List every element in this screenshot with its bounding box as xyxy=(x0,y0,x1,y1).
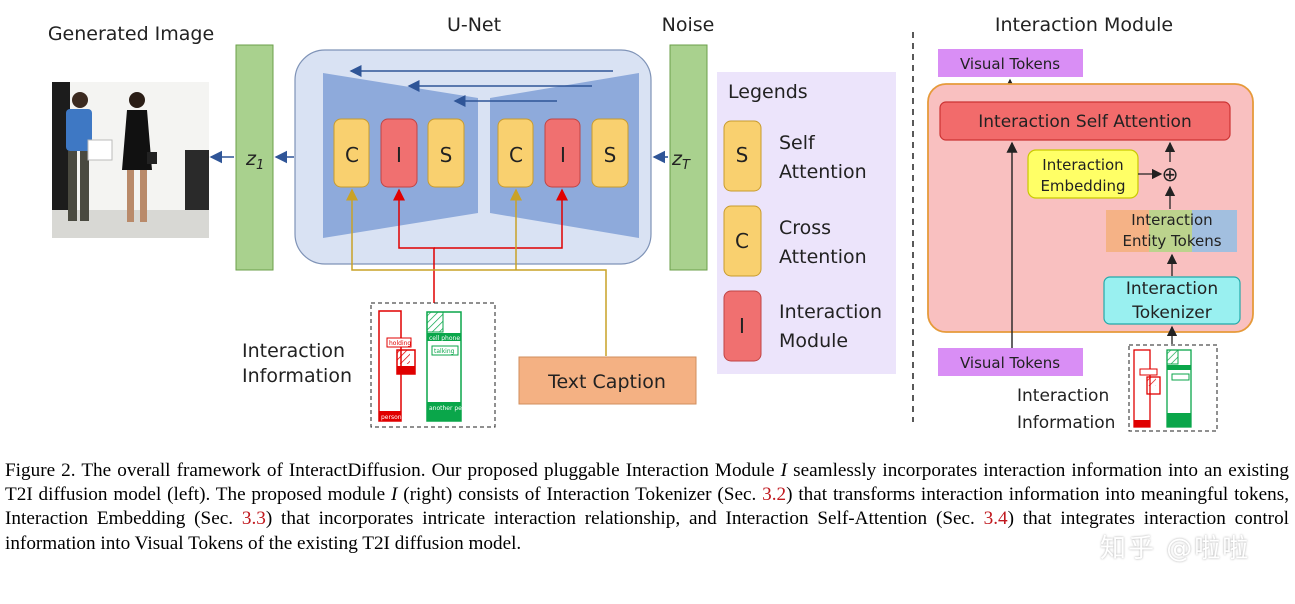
svg-text:Interaction: Interaction xyxy=(779,301,882,323)
svg-text:Embedding: Embedding xyxy=(1040,177,1125,195)
svg-text:Interaction: Interaction xyxy=(1131,211,1212,229)
unet-block-s1: S xyxy=(427,118,465,188)
visual-tokens-top xyxy=(938,49,1083,77)
generated-image-label: Generated Image xyxy=(48,23,214,45)
watermark: 知乎 @啦啦 xyxy=(1100,534,1251,564)
figure-caption: Figure 2. The overall framework of Inter… xyxy=(5,460,1289,554)
legend-item-interaction-module: I Interaction Module xyxy=(723,290,882,362)
interaction-layout-right xyxy=(1128,344,1218,432)
svg-text:C: C xyxy=(345,143,359,167)
plus-icon: ⊕ xyxy=(1162,162,1179,186)
interaction-module-title: Interaction Module xyxy=(995,14,1173,36)
legend-title: Legends xyxy=(728,81,808,103)
section-ref-3-2[interactable]: 3.2 xyxy=(762,484,787,506)
svg-text:cell phone: cell phone xyxy=(429,335,460,342)
svg-text:Interaction: Interaction xyxy=(1126,279,1218,299)
svg-text:Module: Module xyxy=(779,330,848,352)
framework-figure: Generated Image z1 U-Net C I S C I S Noi… xyxy=(48,14,1254,433)
unet-block-i1: I xyxy=(380,118,418,188)
svg-text:another person: another person xyxy=(429,405,475,412)
svg-text:S: S xyxy=(604,143,617,167)
unet-label: U-Net xyxy=(447,14,501,36)
svg-text:Entity Tokens: Entity Tokens xyxy=(1122,232,1221,250)
zT-latent-bar xyxy=(669,44,708,271)
caption-connectors xyxy=(346,188,607,356)
interaction-self-attention-box xyxy=(939,101,1231,141)
unet-block-c1: C xyxy=(333,118,370,188)
svg-text:I: I xyxy=(396,143,402,167)
svg-text:Self: Self xyxy=(779,132,816,154)
svg-text:Interaction Self Attention: Interaction Self Attention xyxy=(978,112,1191,132)
svg-text:S: S xyxy=(736,143,749,167)
svg-text:S: S xyxy=(440,143,453,167)
z1-label: z1 xyxy=(245,148,264,173)
svg-text:talking: talking xyxy=(434,348,455,355)
section-ref-3-3[interactable]: 3.3 xyxy=(241,508,266,530)
svg-text:holding: holding xyxy=(389,340,411,347)
svg-text:Visual Tokens: Visual Tokens xyxy=(960,55,1060,73)
text-caption-label: Text Caption xyxy=(547,371,666,393)
svg-text:person: person xyxy=(381,414,402,421)
unet-block-c2: C xyxy=(497,118,534,188)
svg-text:Tokenizer: Tokenizer xyxy=(1131,303,1211,323)
svg-text:I: I xyxy=(560,143,566,167)
interaction-entity-tokens: Interaction Entity Tokens xyxy=(1106,210,1237,252)
unet-block-i2: I xyxy=(544,118,581,188)
unet-block-s2: S xyxy=(591,118,629,188)
svg-text:I: I xyxy=(739,314,745,338)
z1-latent-bar xyxy=(235,44,274,271)
legend-item-self-attention: S Self Attention xyxy=(723,120,867,192)
svg-text:Attention: Attention xyxy=(779,161,867,183)
zT-label: zT xyxy=(671,148,691,173)
svg-text:C: C xyxy=(735,229,749,253)
interaction-tokenizer-box xyxy=(1103,276,1241,325)
section-ref-3-4[interactable]: 3.4 xyxy=(983,508,1008,530)
svg-text:Cross: Cross xyxy=(779,217,831,239)
interaction-connectors xyxy=(393,188,568,307)
legend-item-cross-attention: C Cross Attention xyxy=(723,205,867,277)
noise-label: Noise xyxy=(662,14,715,36)
text-caption-box xyxy=(518,356,697,405)
interaction-layout-left: person holding cell phone talking anothe… xyxy=(370,302,496,428)
svg-text:Visual Tokens: Visual Tokens xyxy=(960,354,1060,372)
generated-image xyxy=(52,82,209,238)
svg-text:Attention: Attention xyxy=(779,246,867,268)
svg-text:Interaction: Interaction xyxy=(1042,156,1123,174)
svg-text:C: C xyxy=(509,143,523,167)
visual-tokens-bottom xyxy=(938,348,1083,376)
